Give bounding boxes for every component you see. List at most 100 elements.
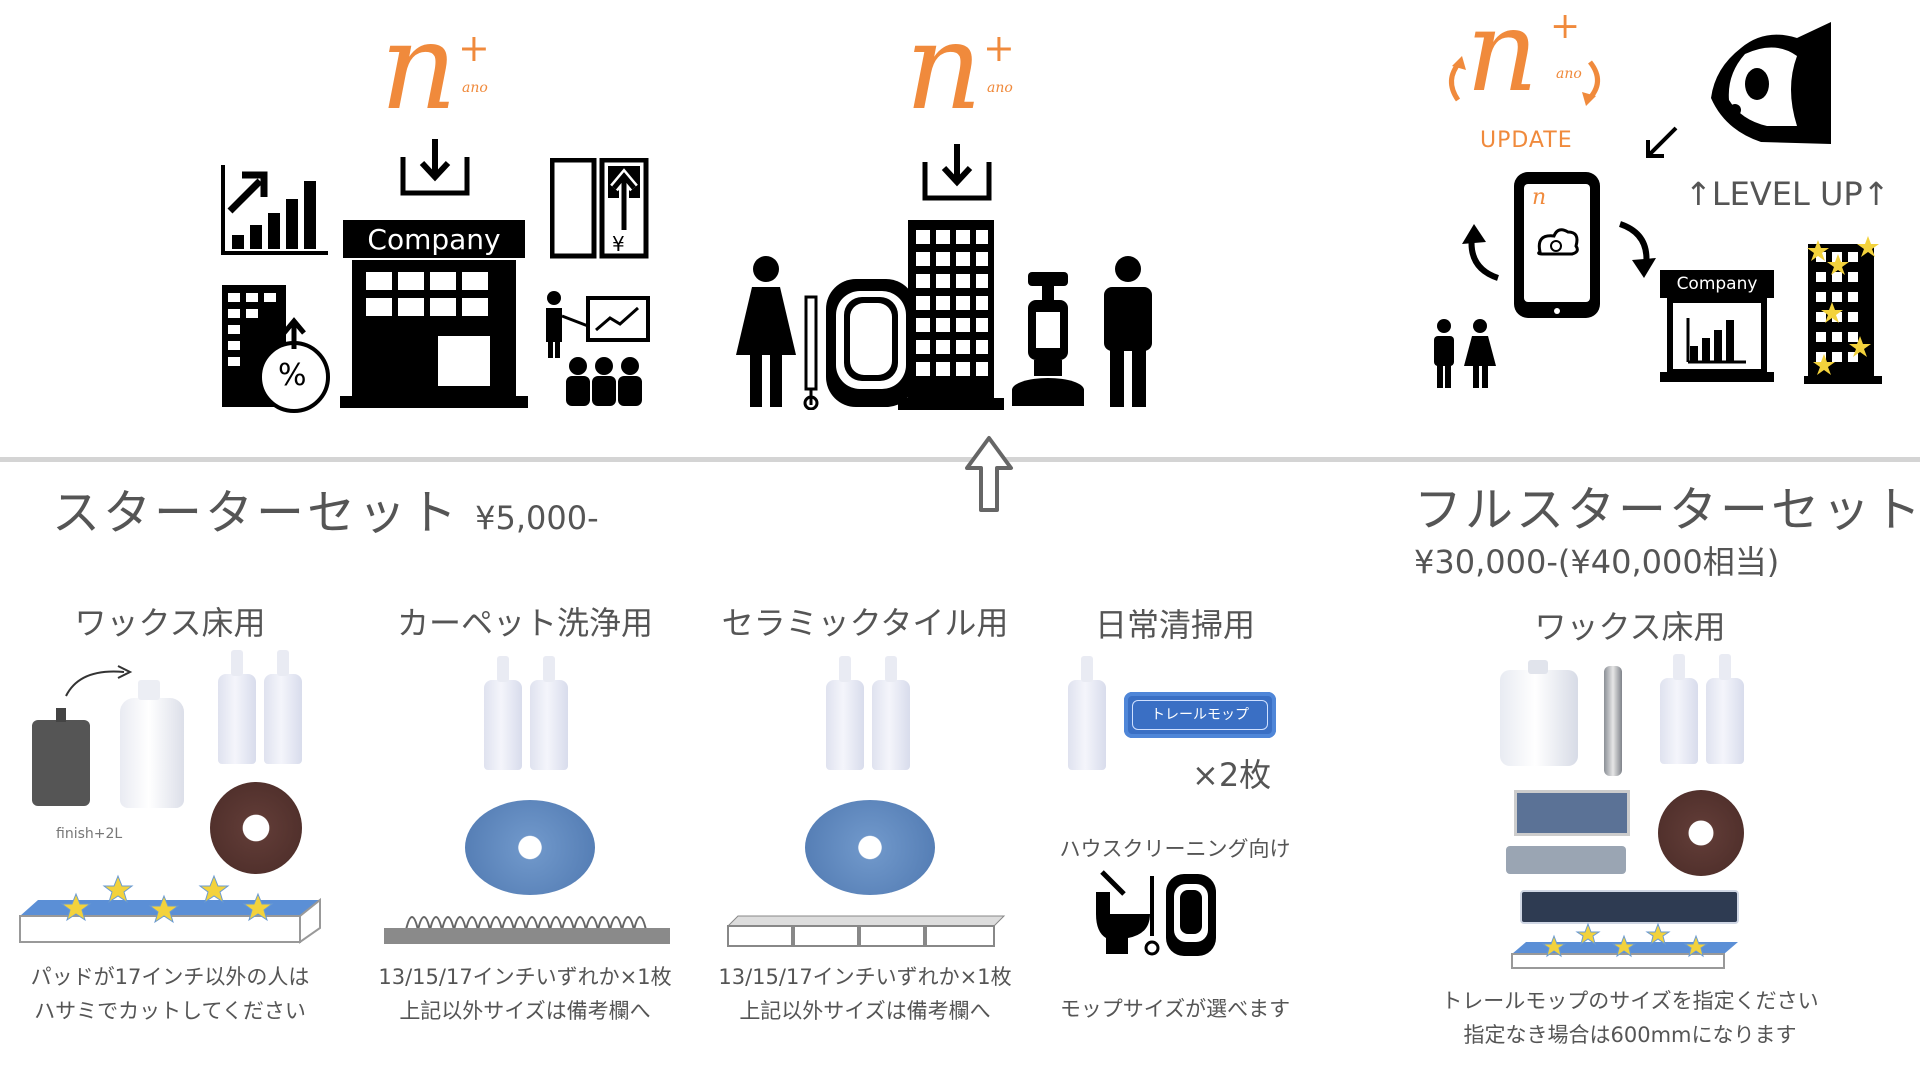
- category-wax-floor-label: ワックス床用: [74, 604, 266, 642]
- starter-set-price: ¥5,000-: [475, 499, 599, 537]
- nano-logo-left: n + ano: [380, 8, 510, 140]
- finish-jug-cap: [138, 680, 160, 700]
- spray-bottle: [1068, 656, 1106, 770]
- full-note-line1: トレールモップのサイズを指定ください: [1441, 989, 1819, 1013]
- company-panel-sign-text: Company: [1676, 274, 1758, 294]
- category-daily-cleaning-label: 日常清掃用: [1094, 606, 1255, 644]
- cycle-arrow-right-icon: [1618, 221, 1656, 278]
- ceramic-tile-note-line2: 上記以外サイズは備考欄へ: [739, 999, 991, 1023]
- brown-floor-pad: [210, 782, 302, 874]
- full-category-wax-floor-label: ワックス床用: [1534, 608, 1726, 646]
- spray-bottle: [1660, 654, 1698, 764]
- price-panel-icon: [550, 158, 649, 259]
- ceramic-tile-note: 13/15/17インチいずれか×1枚 上記以外サイズは備考欄へ: [705, 960, 1025, 1028]
- category-ceramic-tile-label: セラミックタイル用: [721, 604, 1009, 642]
- carpet-note: 13/15/17インチいずれか×1枚 上記以外サイズは備考欄へ: [365, 960, 685, 1028]
- trail-mop-badge: トレールモップ: [1124, 692, 1276, 738]
- wax-floor-illustration: [19, 874, 321, 944]
- wax-floor-note-line2: ハサミでカットしてください: [34, 999, 306, 1023]
- nano-logo-center: n + ano: [905, 8, 1035, 140]
- starter-set-title: スターターセット: [52, 485, 461, 541]
- spray-bottle: [826, 656, 864, 770]
- up-arrow-icon: [965, 436, 1013, 512]
- nano-logo-ano: ano: [462, 80, 488, 96]
- full-wax-floor-illustration: [1511, 922, 1738, 969]
- star-building-icon: [1804, 236, 1882, 384]
- nano-logo-plus: +: [1550, 6, 1581, 47]
- full-note: トレールモップのサイズを指定ください 指定なき場合は600mmになります: [1390, 984, 1870, 1052]
- download-arrow-icon: [400, 139, 470, 196]
- nano-logo-plus: +: [458, 26, 490, 70]
- carpet-note-line2: 上記以外サイズは備考欄へ: [399, 999, 651, 1023]
- woman-icon: [736, 256, 796, 407]
- blue-floor-pad: [805, 800, 935, 895]
- tall-building-icon: [898, 220, 1004, 410]
- wax-floor-note: パッドが17インチ以外の人は ハサミでカットしてください: [10, 960, 330, 1028]
- smartphone-cloud-icon: n: [1514, 172, 1600, 318]
- cleaner-canister: [1500, 670, 1578, 766]
- spray-bottle: [872, 656, 910, 770]
- nano-logo-plus: +: [983, 26, 1015, 70]
- finish-pouch-cap: [56, 708, 66, 722]
- toilet-urinal-icon: [1096, 870, 1216, 956]
- man-icon: [1104, 256, 1152, 407]
- company-sign-text: Company: [367, 223, 501, 256]
- spray-bottle: [530, 656, 568, 770]
- company-panel: Company: [1660, 270, 1774, 382]
- daily-cleaning-note: モップサイズが選べます: [1059, 997, 1291, 1021]
- company-panel-sign: Company: [1660, 270, 1774, 298]
- ceramic-tile-note-line1: 13/15/17インチいずれか×1枚: [718, 965, 1012, 989]
- company-sign: Company: [343, 220, 525, 258]
- nano-update-logo: n + ano UPDATE: [1440, 0, 1620, 160]
- panda-icon: [1711, 22, 1831, 144]
- nano-logo-ano: ano: [987, 80, 1013, 96]
- trail-mop-badge-text: トレールモップ: [1151, 707, 1249, 723]
- spray-bottle: [484, 656, 522, 770]
- trail-mop-frame: [1514, 790, 1630, 836]
- couple-icon: [1434, 319, 1496, 388]
- nano-logo-n: n: [380, 0, 458, 137]
- update-label: UPDATE: [1480, 128, 1573, 153]
- category-carpet-label: カーペット洗浄用: [396, 604, 653, 642]
- finish-jug: [120, 698, 184, 808]
- presentation-icon: [546, 291, 650, 406]
- floor-machine-icon: [1012, 272, 1084, 406]
- spray-bottle: [264, 650, 302, 764]
- company-building: Company: [340, 218, 528, 408]
- full-starter-set-price: ¥30,000-(¥40,000相当): [1414, 543, 1780, 581]
- starter-set-heading: スターターセット ¥5,000-: [52, 473, 599, 543]
- carpet-note-line1: 13/15/17インチいずれか×1枚: [378, 965, 672, 989]
- finish-pouch: [32, 720, 90, 806]
- carpet-illustration: [384, 916, 670, 944]
- full-products: [1500, 654, 1760, 950]
- cleaner-canister-cap: [1528, 660, 1548, 674]
- mop-handle-part: [1604, 666, 1622, 776]
- full-starter-set-title: フルスターターセット: [1414, 482, 1920, 538]
- nano-logo-n: n: [905, 0, 983, 137]
- cycle-arrow-left-icon: [1462, 224, 1500, 281]
- level-up-label: ↑LEVEL UP↑: [1685, 175, 1890, 213]
- refresh-arrows-icon: [1449, 56, 1600, 106]
- trail-mop-count: ×2枚: [1192, 756, 1272, 794]
- building-percent-icon: [222, 285, 330, 413]
- brown-floor-pad: [1658, 790, 1744, 876]
- urinal-brush-icon: [803, 279, 916, 410]
- blue-floor-pad: [465, 800, 595, 895]
- pointer-arrow-icon: [1646, 126, 1678, 158]
- svg-text:n: n: [1532, 185, 1546, 210]
- spray-bottle: [218, 650, 256, 764]
- trail-mop-assembly: [1520, 890, 1739, 924]
- trail-mop-pad: [1506, 846, 1626, 874]
- yen-label: ¥: [612, 232, 625, 256]
- house-cleaning-label: ハウスクリーニング向け: [1059, 837, 1291, 861]
- nano-logo-ano: ano: [1556, 66, 1582, 82]
- section-divider: [0, 457, 1920, 462]
- wax-floor-note-line1: パッドが17インチ以外の人は: [30, 965, 310, 989]
- tile-illustration: [726, 915, 1006, 947]
- nano-logo-n: n: [1466, 0, 1539, 117]
- growth-chart-icon: [221, 165, 328, 255]
- percent-label: %: [278, 358, 307, 393]
- finish-label: finish+2L: [56, 826, 123, 842]
- curved-arrow-icon: [65, 665, 133, 697]
- full-note-line2: 指定なき場合は600mmになります: [1463, 1023, 1797, 1047]
